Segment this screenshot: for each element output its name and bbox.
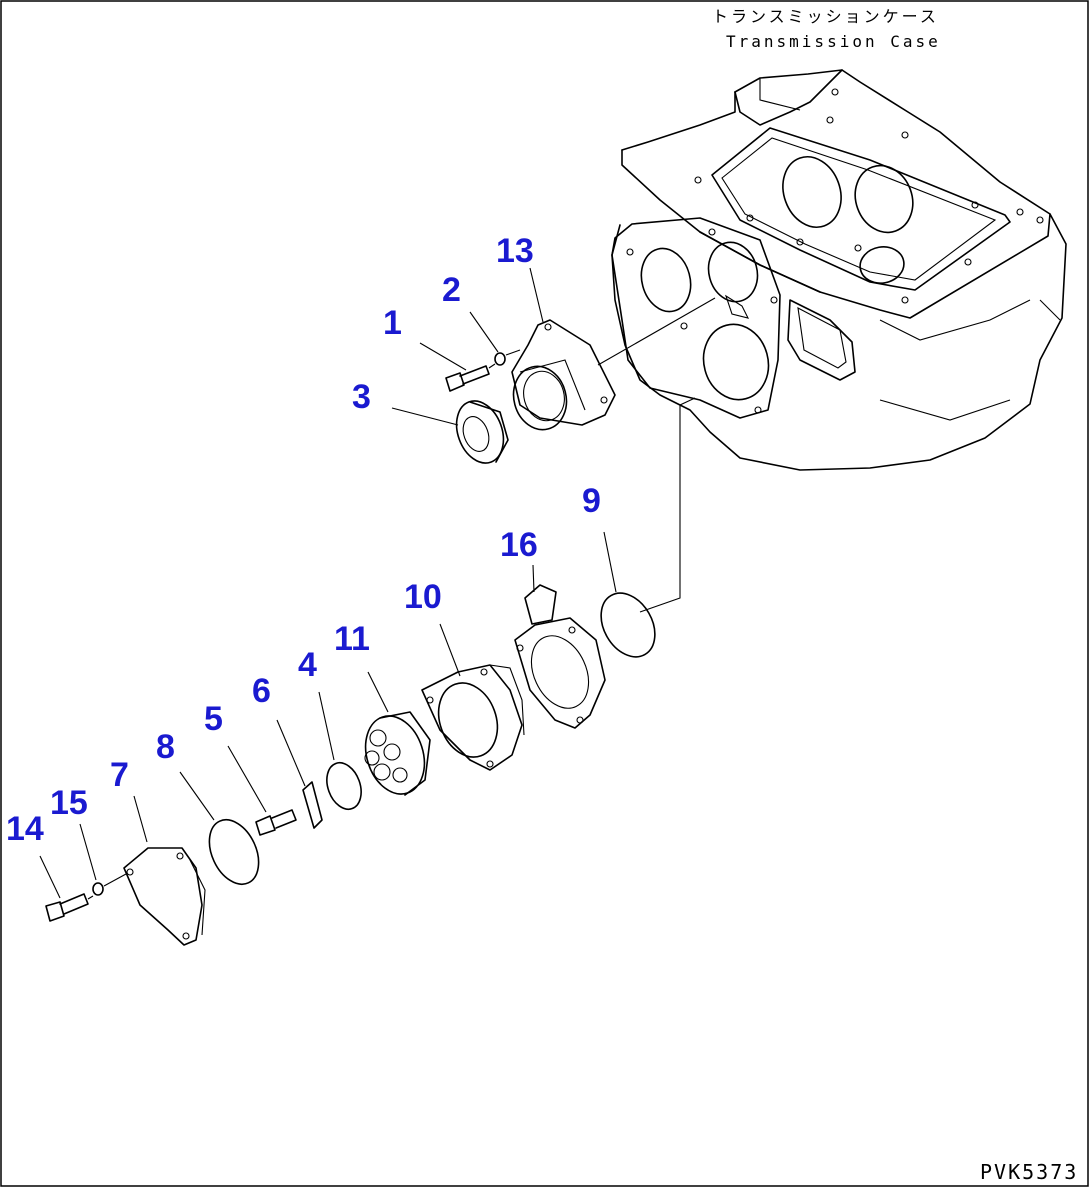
callout-4: 4 [298, 646, 317, 684]
callout-13: 13 [496, 232, 534, 270]
drawing-code: PVK5373 [980, 1160, 1078, 1184]
callout-8: 8 [156, 728, 175, 766]
part-16-housing [514, 584, 606, 729]
part-3-oil-seal [455, 400, 509, 464]
transmission-case-caption-jp: トランスミッションケース [712, 7, 939, 26]
callout-6: 6 [252, 672, 271, 710]
part-6-lock-plate [302, 781, 323, 829]
callout-3: 3 [352, 378, 371, 416]
part-14-bolt [45, 893, 89, 922]
callout-9: 9 [582, 482, 601, 520]
callout-7: 7 [110, 756, 129, 794]
part-2-washer [494, 352, 506, 366]
part-4-plate [326, 761, 362, 811]
part-7-cover [123, 847, 206, 946]
assembly-line-9 [639, 397, 696, 613]
callout-2: 2 [442, 271, 461, 309]
assembly-line-13 [597, 297, 716, 366]
callout-15: 15 [50, 784, 88, 822]
part-1-bolt [445, 365, 490, 392]
part-15-washer [92, 882, 104, 896]
part-11-gear-set [364, 711, 431, 796]
assembly-line-1-2-13 [488, 349, 521, 369]
leader-lines [39, 267, 617, 899]
callout-16: 16 [500, 526, 538, 564]
part-8-gasket [208, 819, 260, 885]
part-5-bolt [255, 809, 297, 836]
callout-1: 1 [383, 304, 402, 342]
transmission-case-caption-en: Transmission Case [726, 32, 941, 51]
callout-14: 14 [6, 810, 44, 848]
transmission-case [611, 69, 1067, 471]
assembly-line-14-15-7 [87, 873, 127, 900]
callout-11: 11 [334, 620, 370, 658]
part-13-flange-housing [511, 319, 616, 431]
part-10-flange [421, 664, 525, 771]
part-9-o-ring [600, 592, 656, 658]
callout-5: 5 [204, 700, 223, 738]
callout-10: 10 [404, 578, 442, 616]
